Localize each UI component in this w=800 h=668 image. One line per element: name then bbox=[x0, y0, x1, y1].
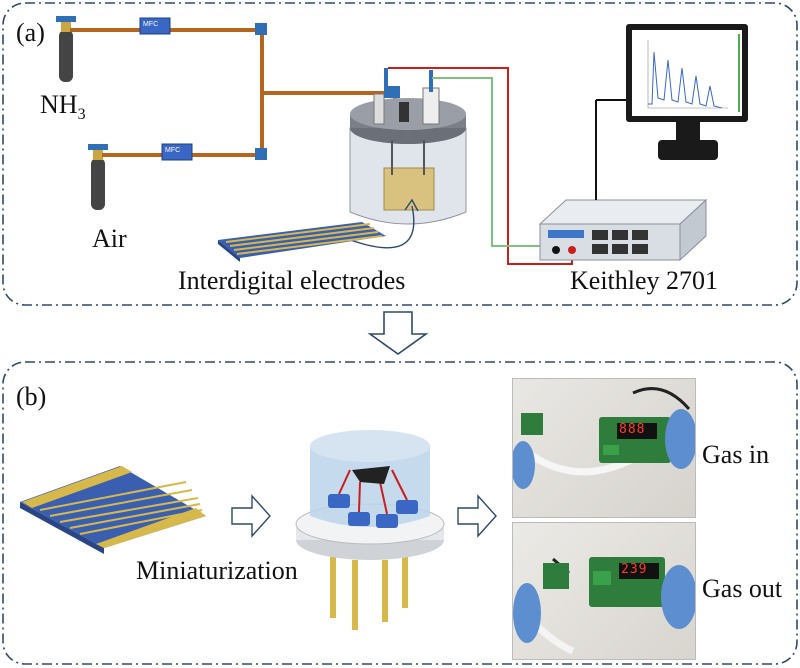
air-cylinder-icon bbox=[88, 144, 108, 210]
green-wire bbox=[432, 77, 556, 247]
curved-arrow-icon bbox=[344, 205, 415, 249]
sensor-package-icon bbox=[295, 430, 445, 630]
mfc-bottom-label: MFC bbox=[165, 147, 181, 154]
mfc-top-label: MFC bbox=[143, 21, 159, 28]
nh3-subscript: 3 bbox=[77, 106, 86, 124]
panel-a-label: (a) bbox=[16, 18, 45, 47]
down-arrow-icon bbox=[367, 311, 429, 355]
meter-label: Keithley 2701 bbox=[570, 266, 719, 295]
panel-b-frame bbox=[2, 361, 798, 665]
nh3-cylinder-icon bbox=[56, 16, 76, 82]
gas-in-label: Gas in bbox=[702, 440, 770, 469]
electrode-b-icon bbox=[20, 466, 206, 554]
gas-out-scene bbox=[513, 557, 695, 655]
gas-in-scene bbox=[513, 387, 695, 489]
panel-b-label: (b) bbox=[16, 382, 47, 411]
gas-in-photo: 888 bbox=[512, 378, 696, 518]
air-label: Air bbox=[92, 224, 127, 253]
gas-in-display: 888 bbox=[619, 422, 646, 437]
right-arrow-icon-2 bbox=[457, 494, 497, 538]
nh3-text: NH bbox=[40, 90, 78, 119]
test-chamber-icon bbox=[349, 68, 467, 225]
gas-out-display: 239 bbox=[621, 562, 648, 577]
gas-out-label: Gas out bbox=[702, 574, 783, 603]
right-arrow-icon bbox=[231, 494, 271, 538]
gas-pipe bbox=[70, 28, 397, 157]
mfc-bottom-icon bbox=[161, 143, 193, 161]
nh3-label: NH3 bbox=[40, 90, 86, 124]
mfc-top-icon bbox=[139, 17, 171, 35]
interdigital-electrode-icon bbox=[218, 222, 386, 262]
keithley-meter-icon bbox=[538, 198, 708, 262]
pipe-joint bbox=[255, 23, 400, 160]
panel-a-frame bbox=[2, 2, 798, 306]
miniaturization-label: Miniaturization bbox=[136, 556, 298, 585]
gas-out-photo: 239 bbox=[512, 522, 696, 660]
electrode-label: Interdigital electrodes bbox=[178, 266, 406, 295]
monitor-icon bbox=[626, 24, 748, 160]
